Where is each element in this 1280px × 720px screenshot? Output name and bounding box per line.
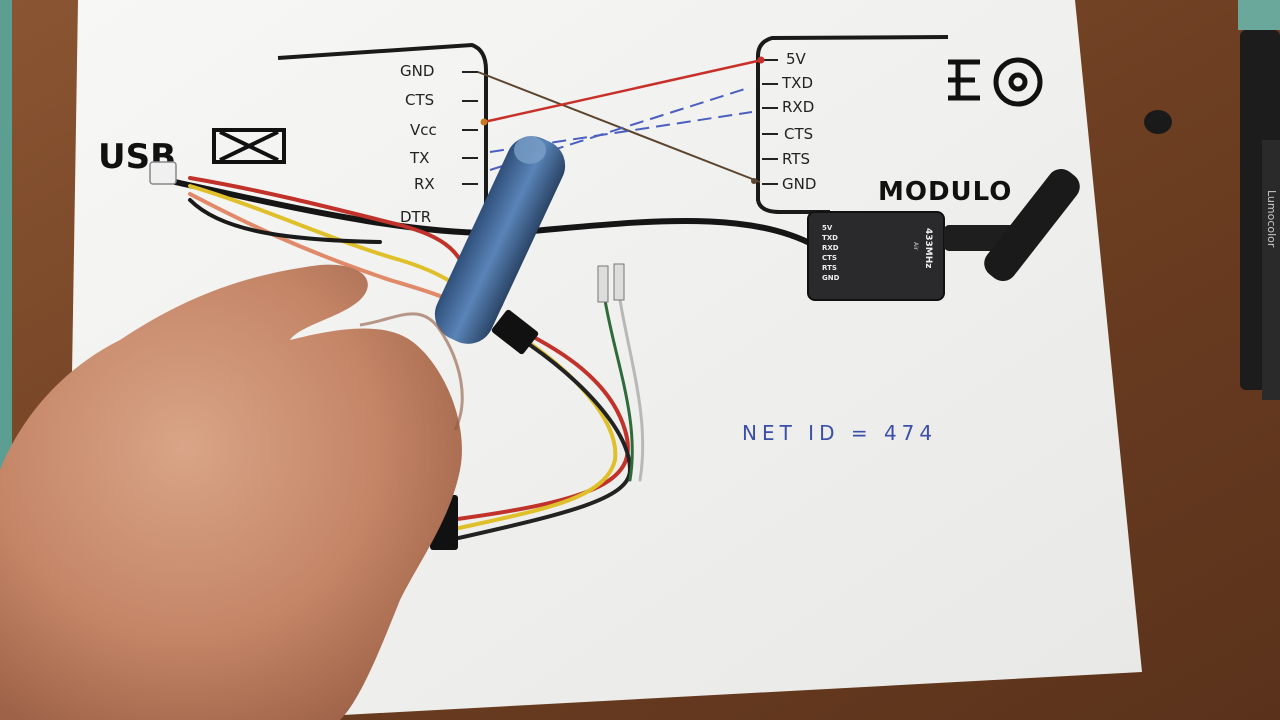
marker-brand-text: Lumocolor [1265,190,1278,248]
right-pin-txd: TXD [781,74,813,92]
left-pin-tx: TX [409,149,429,167]
diagram-dot-vcc [480,118,488,126]
right-pin-rts: RTS [782,150,810,168]
left-pin-ticks [462,71,478,185]
module-pin-cts: CTS [822,254,837,262]
module-pin-rts: RTS [822,264,837,272]
open-pin-2 [613,263,625,301]
diagram-wire-vcc-5v [483,58,763,124]
crossed-box-symbol [212,128,286,164]
left-pin-rx: RX [414,175,435,193]
hand [0,264,464,720]
left-pin-cts: CTS [405,91,434,109]
module-frequency: 433MHz [923,228,933,269]
right-pin-gnd: GND [782,175,816,193]
module-pin-5v: 5V [822,224,833,232]
teal-edge-right [1238,0,1280,30]
diagram-dot-gnd [751,178,757,184]
right-connector-outline [756,35,949,214]
usb-jst-plug [149,161,177,185]
right-pin-ticks [762,59,778,185]
module-pin-rxd: RXD [822,244,839,252]
diagram-dot-5v [757,56,765,64]
module-pin-txd: TXD [822,234,838,242]
dupont-connector-2 [491,309,539,355]
teal-edge [0,0,12,480]
right-pin-rxd: RXD [782,98,814,116]
radio-symbol [948,57,1043,107]
left-connector-outline [277,42,488,215]
right-pin-cts: CTS [784,125,813,143]
marker-pens: Lumocolor [1240,30,1280,400]
right-pin-5v: 5V [786,50,807,68]
left-pin-dtr: DTR [400,208,431,226]
modulo-label: MODULO [878,177,1012,207]
pen-pointer [434,136,566,344]
left-pin-vcc: Vcc [410,121,437,139]
diagram-wire-gnd-gnd [477,71,761,183]
open-pin-1 [597,265,609,303]
antenna [944,110,1172,282]
radio-module: 5V TXD RXD CTS RTS GND 433MHz Air [807,211,945,301]
module-variant: Air [912,242,919,251]
module-pin-gnd: GND [822,274,840,282]
left-pin-gnd: GND [400,62,434,80]
net-id-label: NET ID = 474 [742,421,937,445]
